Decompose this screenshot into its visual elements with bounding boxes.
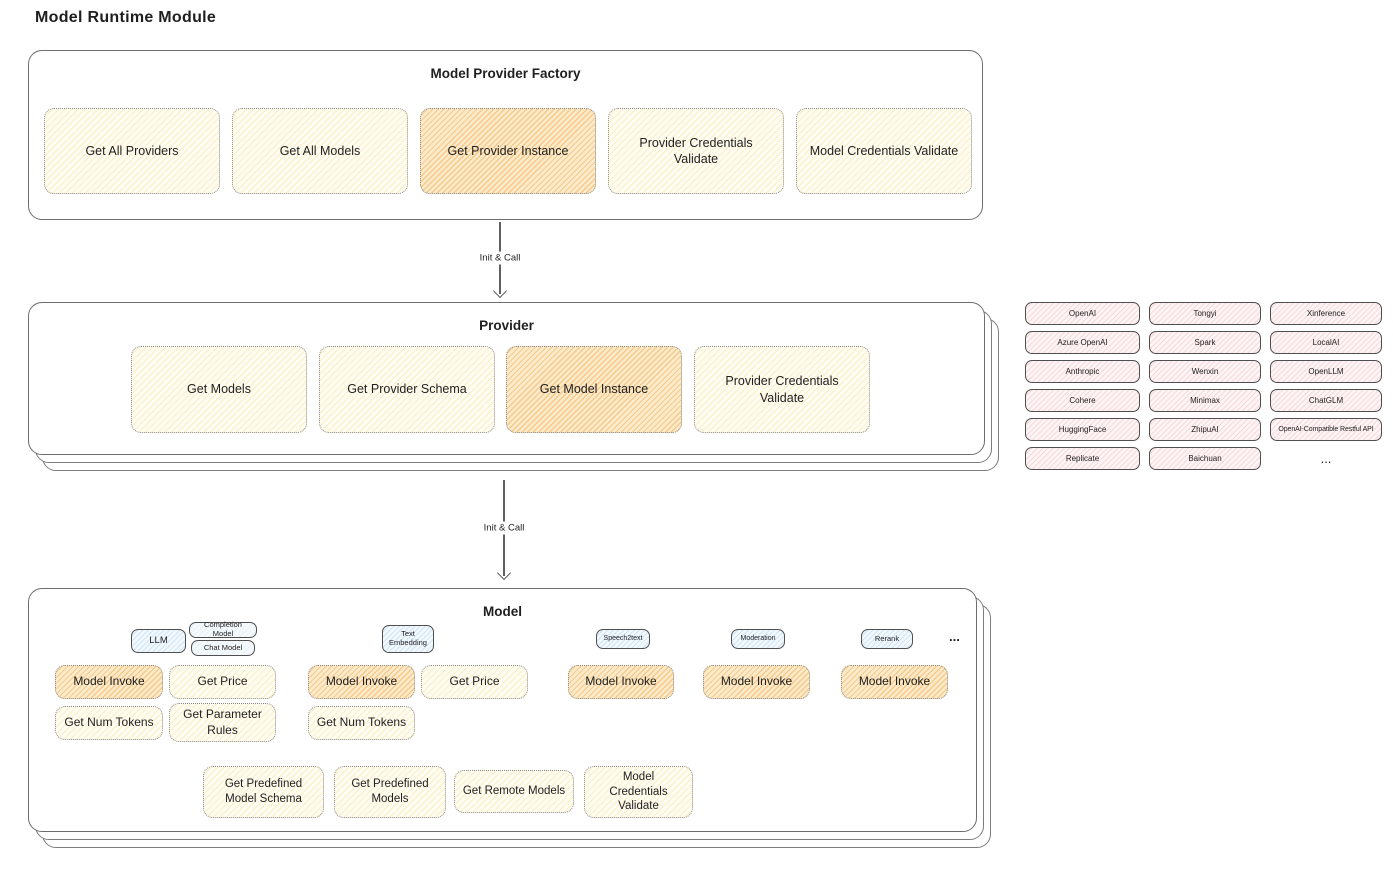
provider-chip-openllm: OpenLLM [1270,360,1382,383]
embedding-get-price-node: Get Price [421,665,528,699]
provider-list-ellipsis: ... [1320,451,1332,466]
get-all-providers-node: Get All Providers [44,108,220,194]
model-panel-title: Model [483,604,522,619]
provider-credentials-validate-node-2: Provider Credentials Validate [694,346,870,433]
tab-text-embedding: Text Embedding [382,625,434,653]
provider-chip-openai-compatible: OpenAI-Compatible Restful API [1270,418,1382,441]
provider-chip-xinference: Xinference [1270,302,1382,325]
provider-chip-wenxin: Wenxin [1149,360,1261,383]
llm-get-price-node: Get Price [169,665,276,699]
arrow-head-icon [496,565,512,581]
factory-panel-title: Model Provider Factory [430,66,581,81]
provider-panel-stack: Provider Get Models Get Provider Schema … [28,302,999,471]
get-model-instance-node: Get Model Instance [506,346,682,433]
tab-moderation: Moderation [731,629,785,649]
init-call-label-1: Init & Call [474,251,526,265]
page-title: Model Runtime Module [35,9,217,26]
arrow-head-icon [492,283,508,299]
provider-chip-azure-openai: Azure OpenAI [1025,331,1140,354]
get-remote-models-node: Get Remote Models [454,770,574,813]
provider-chip-zhipuai: ZhipuAI [1149,418,1261,441]
provider-chip-cohere: Cohere [1025,389,1140,412]
model-panel-stack: Model LLM Completion Model Chat Model Te… [28,588,991,848]
embedding-model-invoke-node: Model Invoke [308,665,415,699]
llm-get-parameter-rules-node: Get Parameter Rules [169,703,276,742]
tab-speech2text: Speech2text [596,629,650,649]
moderation-model-invoke-node: Model Invoke [703,665,810,699]
provider-chip-spark: Spark [1149,331,1261,354]
model-credentials-validate-node-3: Model Credentials Validate [584,766,693,818]
provider-list: OpenAI Tongyi Xinference Azure OpenAI Sp… [1025,302,1382,470]
provider-chip-huggingface: HuggingFace [1025,418,1140,441]
get-models-node: Get Models [131,346,307,433]
tabs-ellipsis: ... [949,629,960,644]
get-provider-instance-node: Get Provider Instance [420,108,596,194]
tab-rerank: Rerank [861,629,913,649]
speech2text-model-invoke-node: Model Invoke [568,665,674,699]
model-credentials-validate-node: Model Credentials Validate [796,108,972,194]
rerank-model-invoke-node: Model Invoke [841,665,948,699]
tab-completion-model: Completion Model [189,621,257,638]
model-provider-factory-panel: Model Provider Factory Get All Providers… [28,50,983,220]
get-provider-schema-node: Get Provider Schema [319,346,495,433]
get-predefined-model-schema-node: Get Predefined Model Schema [203,766,324,818]
provider-panel-title: Provider [479,318,534,333]
provider-chip-tongyi: Tongyi [1149,302,1261,325]
tab-chat-model: Chat Model [191,640,255,656]
provider-chip-baichuan: Baichuan [1149,447,1261,470]
provider-panel: Provider Get Models Get Provider Schema … [28,302,985,455]
provider-chip-anthropic: Anthropic [1025,360,1140,383]
embedding-get-num-tokens-node: Get Num Tokens [308,706,415,740]
provider-chip-openai: OpenAI [1025,302,1140,325]
init-call-label-2: Init & Call [478,521,530,535]
provider-chip-replicate: Replicate [1025,447,1140,470]
provider-chip-minimax: Minimax [1149,389,1261,412]
provider-chip-localai: LocalAI [1270,331,1382,354]
provider-chip-chatglm: ChatGLM [1270,389,1382,412]
get-all-models-node: Get All Models [232,108,408,194]
llm-model-invoke-node: Model Invoke [55,665,163,699]
tab-llm: LLM [131,629,186,653]
get-predefined-models-node: Get Predefined Models [334,766,446,818]
llm-get-num-tokens-node: Get Num Tokens [55,706,163,740]
provider-credentials-validate-node: Provider Credentials Validate [608,108,784,194]
model-panel: Model LLM Completion Model Chat Model Te… [28,588,977,832]
